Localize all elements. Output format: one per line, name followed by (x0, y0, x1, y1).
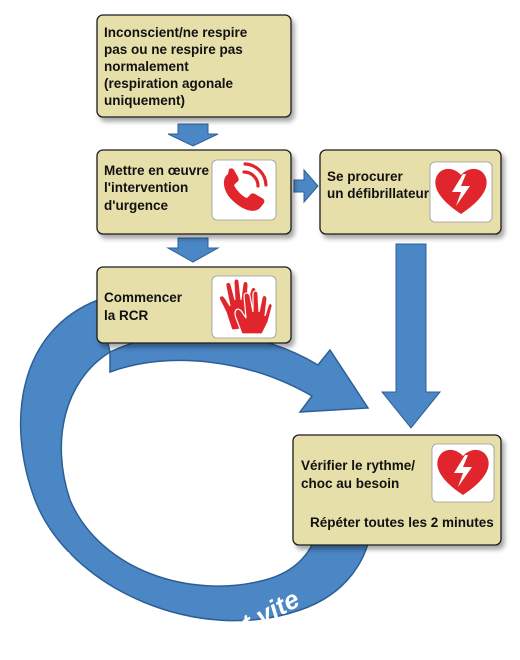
box-emergency-line-3: d'urgence (104, 198, 168, 213)
box-cpr-line-1: Commencer (104, 290, 183, 305)
box-emergency: Mettre en œuvre l'intervention d'urgence (96, 149, 292, 235)
heart-bolt-icon (429, 161, 493, 223)
hands-icon (211, 275, 277, 339)
box-defibrillator: Se procurer un défibrillateur (319, 149, 502, 235)
box-unconscious-line-5: uniquement) (104, 93, 185, 108)
box-unconscious-line-3: normalement (104, 59, 189, 74)
box-cpr: Commencer la RCR (96, 266, 292, 344)
box-rhythm-line-2: choc au besoin (301, 476, 399, 491)
cycle-separator-dot (207, 625, 219, 637)
box-emergency-line-2: l'intervention (104, 180, 188, 195)
box-unconscious-line-4: (respiration agonale (104, 76, 234, 91)
arrow-right (293, 168, 319, 204)
arrow-down-1 (167, 123, 219, 147)
box-rhythm-footer: Répéter toutes les 2 minutes (310, 515, 494, 530)
box-defibrillator-line-1: Se procurer (327, 169, 404, 184)
box-defibrillator-line-2: un défibrillateur (327, 186, 430, 201)
arrow-down-2 (166, 237, 220, 263)
box-rhythm-line-1: Vérifier le rythme/ (301, 458, 415, 473)
arrow-down-long (380, 243, 442, 429)
phone-icon (211, 159, 277, 221)
box-unconscious-line-2: pas ou ne respire pas (104, 42, 243, 57)
heart-bolt-icon (431, 443, 495, 503)
box-unconscious-line-1: Inconscient/ne respire (104, 25, 248, 40)
box-emergency-line-1: Mettre en œuvre (104, 163, 210, 178)
box-unconscious: Inconscient/ne respire pas ou ne respire… (96, 14, 292, 118)
box-cpr-line-2: la RCR (104, 308, 149, 323)
box-rhythm: Vérifier le rythme/ choc au besoin Répét… (292, 434, 502, 546)
